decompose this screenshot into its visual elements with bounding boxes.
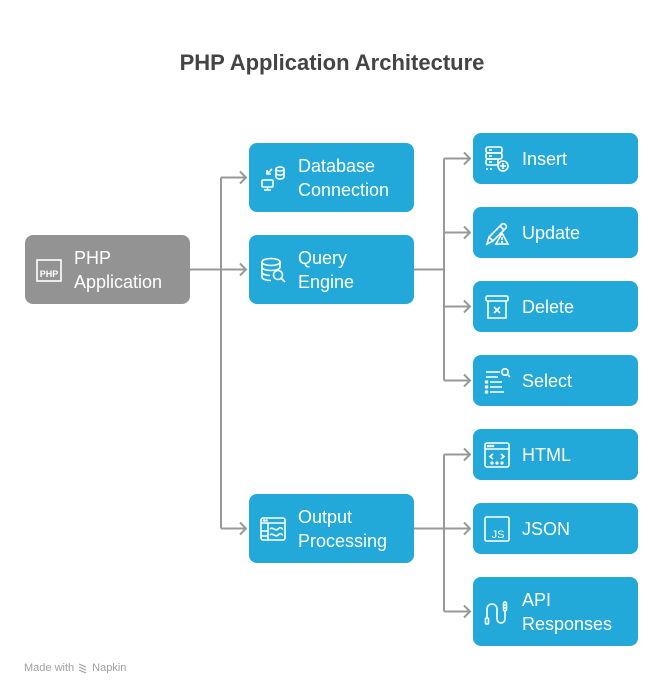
database-search-icon [259, 256, 287, 284]
node-label: Update [522, 222, 581, 243]
js-icon: JS [483, 515, 511, 543]
pencil-warning-icon [483, 219, 511, 247]
node-label: Delete [522, 296, 575, 317]
made-with-text: Made with [24, 662, 75, 674]
node-label: HTML [522, 444, 571, 465]
node-json[interactable]: JS JSON [473, 503, 638, 554]
node-label: Select [522, 370, 573, 391]
php-icon: PHP [35, 256, 63, 284]
svg-text:JS: JS [492, 529, 505, 541]
node-delete[interactable]: Delete [473, 281, 638, 332]
node-select[interactable]: Select [473, 355, 638, 406]
node-html[interactable]: HTML [473, 429, 638, 480]
diagram-title: PHP Application Architecture [179, 50, 485, 75]
node-label: Insert [522, 148, 568, 169]
svg-text:PHP: PHP [40, 269, 59, 279]
cable-icon [483, 598, 511, 626]
window-chart-icon [259, 515, 287, 543]
box-delete-icon [483, 293, 511, 321]
node-insert[interactable]: Insert [473, 133, 638, 184]
node-update[interactable]: Update [473, 207, 638, 258]
list-search-icon [483, 367, 511, 395]
footer-credit: Made with Napkin [24, 662, 126, 674]
code-window-icon [483, 441, 511, 469]
server-add-icon [483, 145, 511, 173]
napkin-logo-icon [78, 662, 87, 674]
database-connection-icon [259, 164, 287, 192]
napkin-brand: Napkin [92, 662, 127, 674]
node-label: JSON [522, 518, 571, 539]
